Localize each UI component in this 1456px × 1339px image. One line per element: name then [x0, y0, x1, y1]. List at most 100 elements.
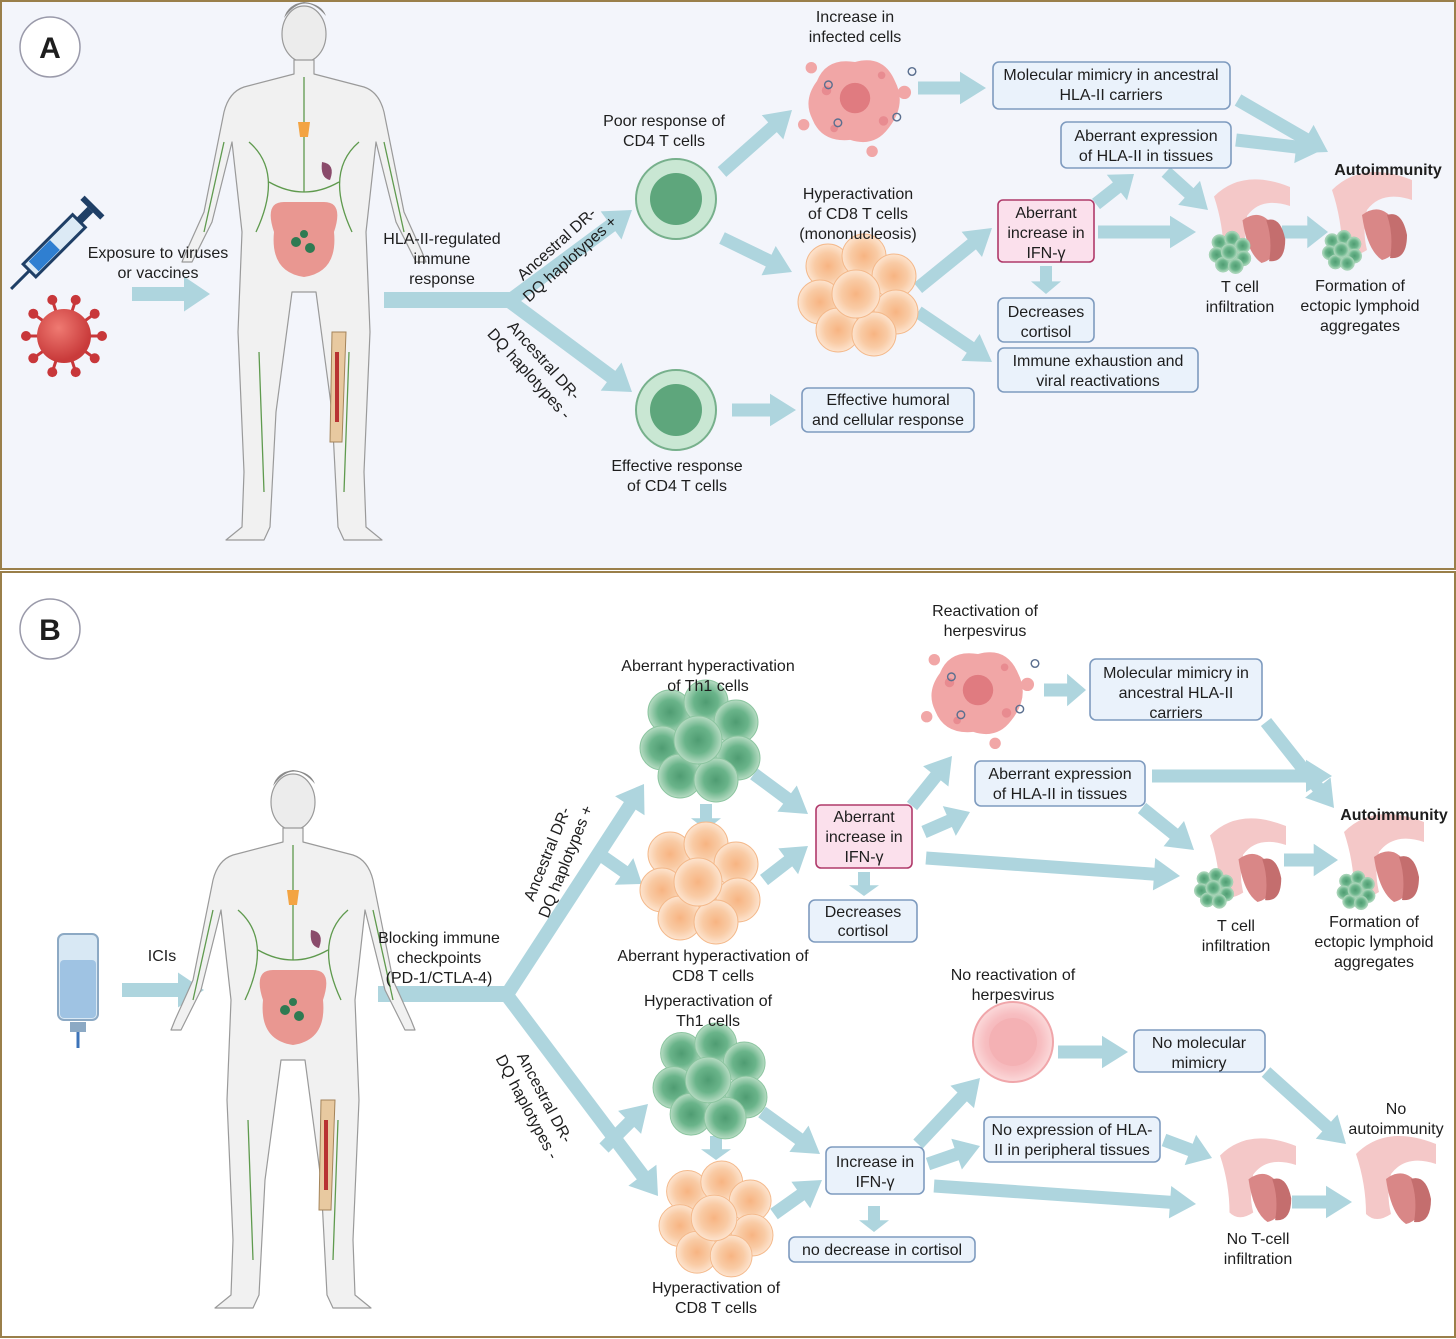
arrow-infiltration-to-ectopic [1282, 215, 1328, 249]
arrow-ifn-to-cortisol-b [849, 872, 879, 896]
arrow-th1n-to-ifn [758, 1106, 820, 1154]
arrow-no-mimicry-to-no-autoimmunity [1261, 1067, 1346, 1144]
badge-b: B [19, 598, 81, 660]
red-cell-icon [972, 1001, 1054, 1083]
arrow-no-hla-to-no-infiltration [1161, 1133, 1212, 1166]
arrow-to-poor-cd4 [503, 210, 632, 308]
arrow-branch-to-cd8-neg [599, 1104, 648, 1153]
arrow-th1n-to-cd8n [701, 1136, 731, 1160]
arrow-to-effective-cd4 [503, 294, 632, 392]
icis-label: ICIs [148, 948, 176, 965]
arrow-th1-to-ifn [750, 768, 808, 814]
badge-a: A [19, 16, 81, 78]
arrow-ifn-to-no-infiltration [933, 1179, 1196, 1219]
icons-layer [10, 1, 1436, 1309]
arrow-aberrant-to-autoimmunity [1235, 130, 1322, 164]
no-hla-box-b: No expression of HLA-II in peripheral ti… [983, 1116, 1161, 1163]
arrow-herpes-to-mimicry [1044, 673, 1086, 707]
arrow-cd8-to-exhaustion [914, 306, 992, 362]
arrow-ifn-to-cortisol [1031, 266, 1061, 294]
arrow-cd4-to-cd8 [719, 232, 792, 276]
arrow-ifn-to-infiltration-b [925, 851, 1180, 891]
arrow-ifn-to-no-cortisol [859, 1206, 889, 1232]
arrow-ifn-to-herpes [906, 756, 952, 811]
arrow-mimicry-to-autoimmunity-b [1260, 718, 1334, 808]
iv-bag-icon [57, 933, 99, 1048]
arrow-b-to-th1-branch [500, 784, 645, 1000]
arrow-cd8-to-ifn [913, 228, 992, 293]
arrow-cd8n-to-ifn [770, 1180, 822, 1220]
flow-arrows [122, 71, 1352, 1232]
arrow-aberrant-to-infiltration [1161, 167, 1208, 210]
arrow-ifn-to-no-herpes [913, 1078, 980, 1149]
arrow-branch-to-cd8 [598, 850, 642, 885]
svg-text:no decrease in cortisol: no decrease in cortisol [802, 1242, 962, 1259]
cd4-effective-icon [635, 369, 717, 451]
arrow-cd4-to-infected [717, 110, 792, 177]
arrow-ifn-to-aberrant-b [921, 806, 970, 838]
svg-text:No expression of HLA-II in per: No expression of HLA-II in peripheral ti… [992, 1122, 1153, 1159]
virus-icon [21, 294, 107, 378]
svg-text:B: B [39, 614, 61, 647]
arrow-effective-to-humoral [732, 393, 796, 427]
arrow-b-to-neg-branch [500, 989, 658, 1196]
arrow-ici-to-body [122, 972, 204, 1008]
autoimmunity-label-a: Autoimmunity [1334, 162, 1442, 179]
arrow-aberrant-to-infiltration-b [1137, 802, 1194, 850]
arrow-ifn-to-aberrant [1092, 174, 1134, 210]
arrow-ifn-to-no-hla [925, 1138, 980, 1171]
arrow-infiltration-to-ectopic-b [1284, 843, 1338, 877]
cd4-poor-icon [635, 158, 717, 240]
arrow-cd8-to-ifn-b [760, 846, 808, 886]
svg-text:A: A [39, 32, 61, 65]
no-cortisol-box-b: no decrease in cortisol [788, 1236, 976, 1263]
arrow-aberrant-to-autoimmunity-b [1152, 759, 1332, 793]
syringe-icon [10, 195, 105, 290]
arrow-exposure-to-body [132, 276, 210, 312]
